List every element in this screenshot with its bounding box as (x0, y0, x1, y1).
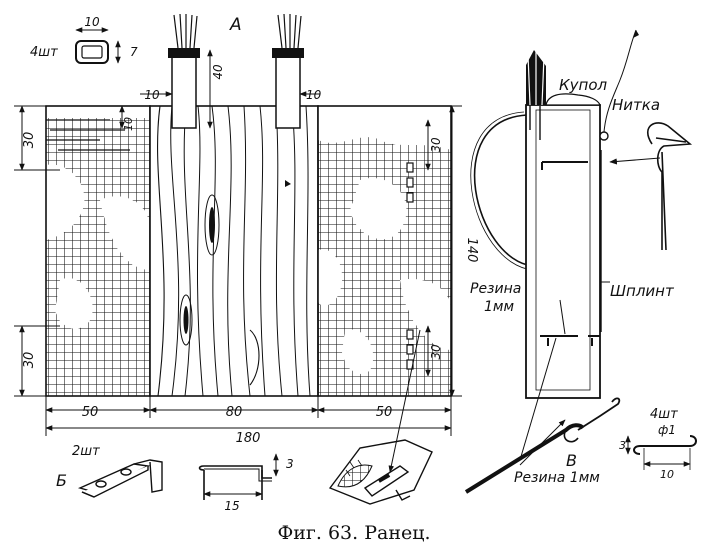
bracket-drawing (77, 459, 163, 498)
dim-hook-top: 30 (22, 132, 37, 149)
dim-hole-bottom: 30 (429, 344, 443, 360)
canopy (526, 48, 601, 140)
dimension-text: 10 7 4шт 10 10 10 140 50 80 50 180 (30, 15, 479, 446)
dim-panel-right: 50 (376, 405, 393, 420)
dim-ring-diameter: ф1 (658, 423, 676, 437)
label-rezina-side-1: Резина (470, 281, 521, 297)
clip-detail (75, 27, 121, 64)
wood-panel (149, 105, 319, 397)
label-nitka: Нитка (612, 96, 660, 114)
thread (603, 29, 637, 133)
dim-bracket-count: 2шт (72, 444, 100, 459)
hook-drawing (198, 453, 279, 500)
part-b: Б 2шт 15 3 (56, 329, 433, 513)
strap-loop (473, 114, 534, 267)
elastic-drawing (464, 337, 621, 496)
figure-caption: Фиг. 63. Ранец. (277, 522, 431, 544)
dim-clip-width: 10 (84, 15, 100, 29)
label-kupol: Купол (559, 76, 608, 94)
dim-strap-offset: 10 (122, 117, 135, 131)
pack-body (525, 104, 601, 399)
dim-strap-left: 10 (144, 88, 160, 102)
label-rezina-bottom: Резина 1мм (514, 470, 600, 486)
label-shplint: Шплинт (610, 282, 675, 300)
dim-clip-height: 7 (130, 45, 138, 59)
dim-ring-height: 3 (619, 439, 626, 452)
part-a-label: А (229, 15, 242, 35)
dimension-lines (14, 49, 462, 436)
ring-drawing (625, 435, 697, 470)
part-v-label: В (566, 451, 577, 470)
dim-hole-top: 30 (429, 137, 443, 153)
slot-holes (406, 162, 414, 370)
dim-strap-right: 10 (306, 88, 322, 102)
dim-hook-length: 15 (224, 499, 239, 513)
panel-a: 10 7 4шт 10 10 10 140 50 80 50 180 40 30… (14, 13, 479, 446)
part-v: В Резина 1мм 4шт ф1 3 10 (464, 337, 697, 496)
dim-total-width: 180 (236, 431, 261, 446)
dim-ring-count: 4шт (650, 407, 678, 422)
strap-right (272, 13, 304, 129)
part-b-label: Б (56, 471, 67, 490)
dim-ring-length: 10 (660, 468, 674, 481)
dim-hook-bottom: 30 (22, 352, 37, 369)
dim-strap-length: 40 (211, 64, 225, 80)
strap-left (168, 13, 200, 129)
side-view: Купол Нитка Шплинт Резина 1мм (470, 29, 693, 399)
fabric-scrap (328, 329, 433, 505)
dim-clip-count: 4шт (30, 45, 58, 60)
dim-panel-middle: 80 (226, 405, 243, 420)
dim-panel-left: 50 (82, 405, 99, 420)
dim-hook-height: 3 (286, 457, 294, 471)
label-rezina-side-2: 1мм (484, 299, 514, 315)
split-pin (609, 122, 693, 251)
left-mesh-panel (46, 106, 150, 396)
dim-total-height: 140 (464, 238, 479, 263)
